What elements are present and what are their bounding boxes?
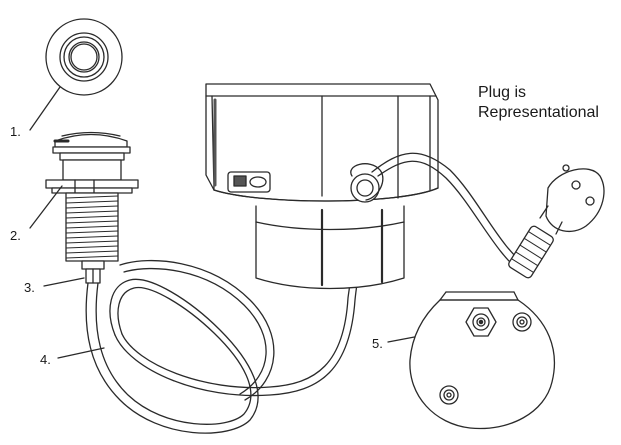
note-line-2: Representational: [478, 104, 599, 121]
push-button-top-view: [45, 18, 123, 96]
disposer-bottom-view: [409, 291, 556, 430]
leader-line-2: [29, 185, 63, 229]
leader-line-4: [57, 347, 105, 359]
note-line-1: Plug is: [478, 84, 526, 101]
disposer-unit: [205, 83, 439, 290]
callout-1: 1.: [10, 124, 21, 139]
callout-4: 4.: [40, 352, 51, 367]
leader-line-3: [43, 277, 85, 287]
plug-icon: [508, 164, 605, 279]
leader-line-1: [29, 86, 61, 131]
callout-2: 2.: [10, 228, 21, 243]
air-switch-button-body: [45, 131, 139, 284]
power-cord: [371, 152, 531, 275]
air-tube: [85, 259, 358, 434]
thread-lines: [65, 195, 119, 259]
callout-3: 3.: [24, 280, 35, 295]
callout-5: 5.: [372, 336, 383, 351]
